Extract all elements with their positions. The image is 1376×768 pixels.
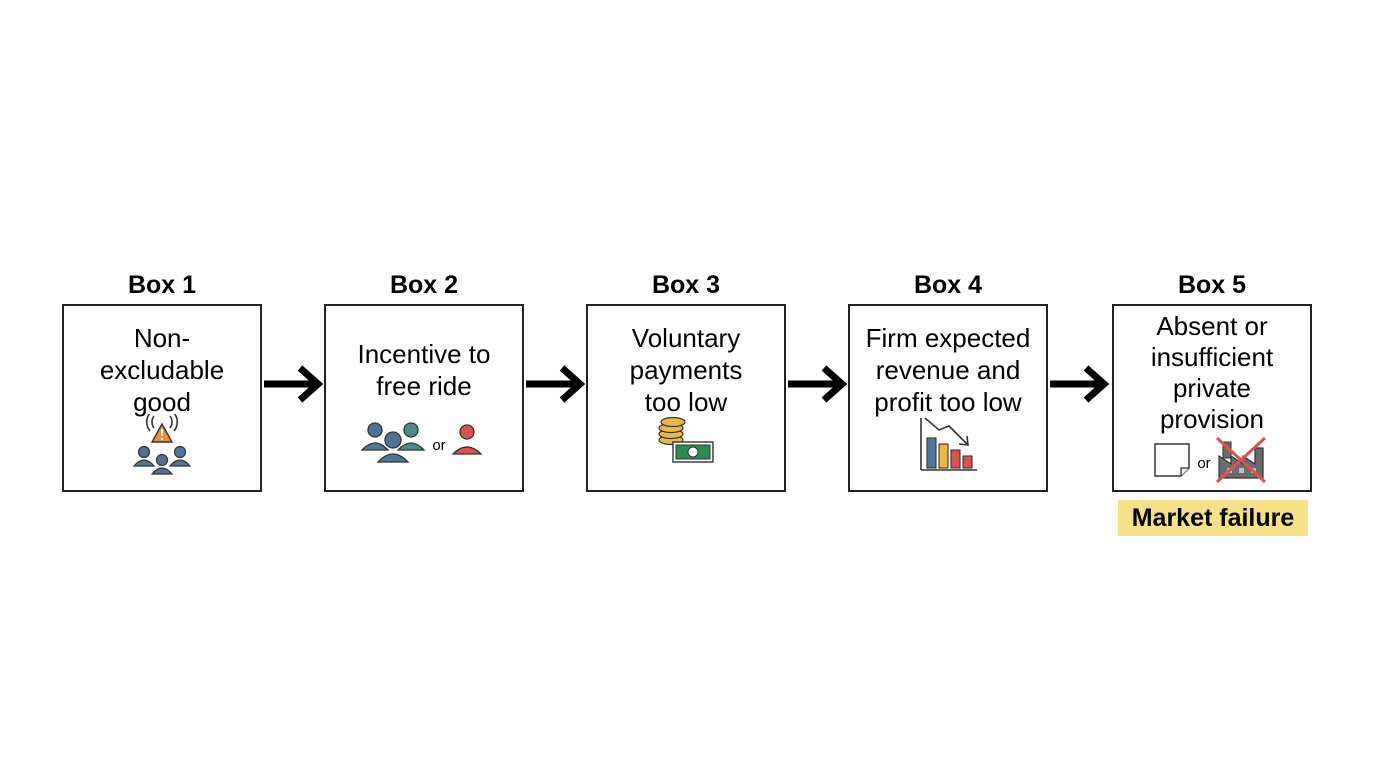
arrow-1-to-2 bbox=[262, 362, 326, 406]
box-5-label: Box 5 bbox=[1177, 271, 1247, 299]
box-4-label: Box 4 bbox=[913, 271, 983, 299]
arrow-3-to-4 bbox=[786, 362, 850, 406]
declining-bar-chart-icon bbox=[850, 414, 1046, 484]
box-4-text: Firm expected revenue and profit too low bbox=[865, 323, 1031, 417]
box-3: Voluntary payments too low bbox=[586, 304, 786, 492]
box-5-or-text: or bbox=[1197, 455, 1210, 472]
coins-banknote-icon bbox=[588, 414, 784, 484]
box-2-or-text: or bbox=[432, 437, 445, 454]
box-1-text: Non- excludable good bbox=[99, 323, 225, 417]
arrow-4-to-5 bbox=[1048, 362, 1112, 406]
box-1-label: Box 1 bbox=[127, 271, 197, 299]
box-5: Absent or insufficient private provision… bbox=[1112, 304, 1312, 492]
box-2: Incentive to free ride or bbox=[324, 304, 524, 492]
box-3-text: Voluntary payments too low bbox=[629, 323, 743, 417]
box-1: Non- excludable good bbox=[62, 304, 262, 492]
arrow-2-to-3 bbox=[524, 362, 588, 406]
broadcast-people-icon bbox=[64, 414, 260, 484]
box-3-label: Box 3 bbox=[651, 271, 721, 299]
market-failure-badge: Market failure bbox=[1118, 500, 1308, 536]
group-or-person-icon: or bbox=[326, 414, 522, 484]
blank-page-or-crossed-factory-icon: or bbox=[1114, 436, 1310, 488]
box-2-text: Incentive to free ride bbox=[357, 339, 491, 401]
box-2-label: Box 2 bbox=[389, 271, 459, 299]
box-4: Firm expected revenue and profit too low bbox=[848, 304, 1048, 492]
box-5-text: Absent or insufficient private provision bbox=[1150, 311, 1274, 434]
